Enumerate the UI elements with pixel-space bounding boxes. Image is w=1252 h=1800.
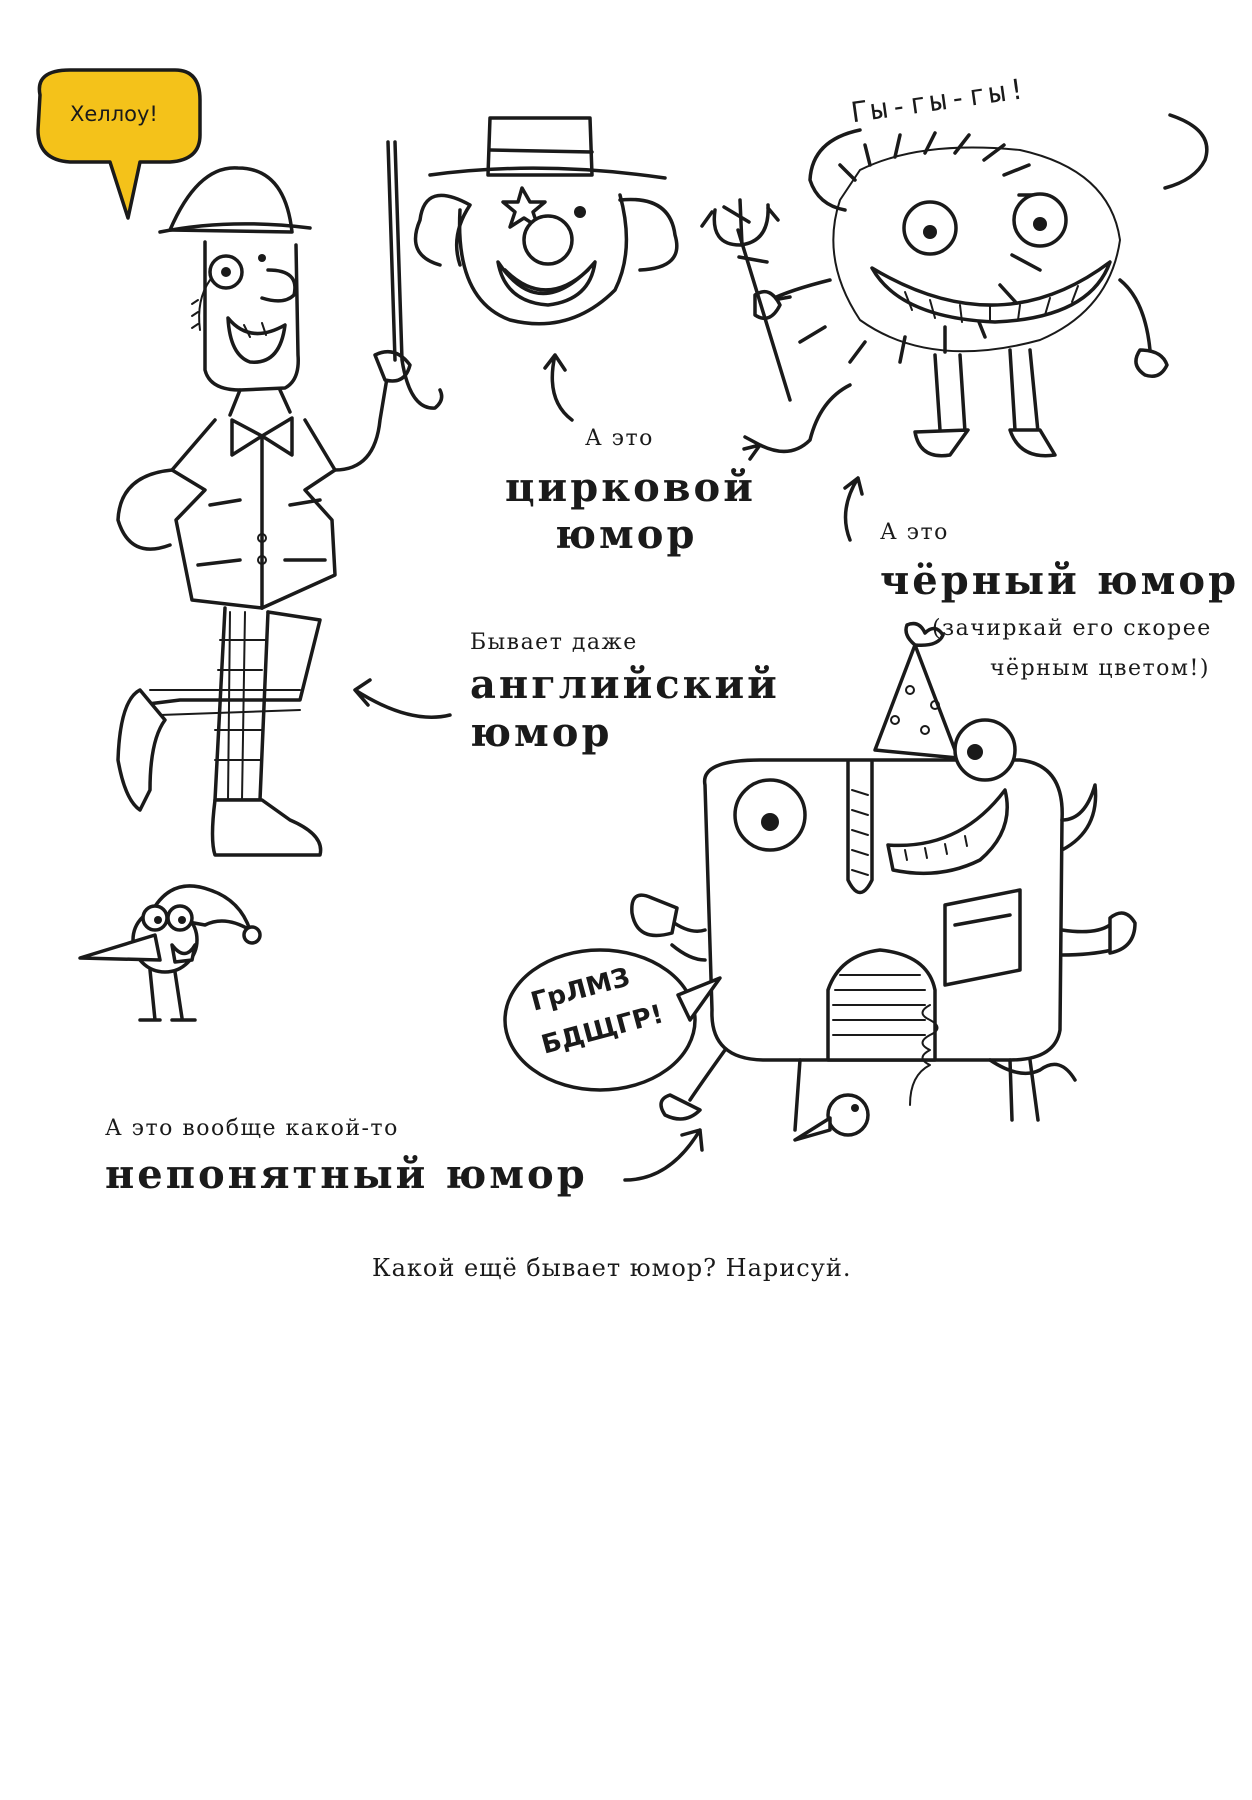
hello-speech-text: Хеллоу! xyxy=(70,102,158,126)
drawing-prompt: Какой ещё бывает юмор? Нарисуй. xyxy=(372,1254,852,1282)
circus-caption-title-line2: юмор xyxy=(555,511,698,558)
fuzzy-devil-drawing xyxy=(700,113,1209,461)
weird-caption-intro: А это вообще какой-то xyxy=(105,1116,399,1141)
drawing-area[interactable] xyxy=(60,1310,1190,1750)
english-caption-title-line2: юмор xyxy=(470,709,613,756)
weird-humor-arrow xyxy=(623,1128,704,1182)
black-caption-title: чёрный юмор xyxy=(880,557,1240,604)
weird-caption-title: непонятный юмор xyxy=(105,1151,588,1198)
english-gentleman-drawing xyxy=(116,140,444,857)
english-humor-arrow xyxy=(353,678,452,719)
rectangular-monster-drawing xyxy=(630,621,1137,1142)
black-caption-note-line1: (зачиркай его скорее xyxy=(932,616,1212,641)
monster-speech-bubble xyxy=(503,948,722,1092)
black-humor-arrow xyxy=(843,476,864,542)
english-caption-intro: Бывает даже xyxy=(470,630,638,655)
jester-drawing xyxy=(78,884,262,1022)
circus-arrow xyxy=(543,353,574,422)
hello-speech-bubble xyxy=(36,68,202,220)
circus-caption-intro: А это xyxy=(585,426,654,451)
black-caption-intro: А это xyxy=(880,520,949,545)
english-caption-title-line1: английский xyxy=(470,661,780,708)
clown-drawing xyxy=(413,116,679,326)
black-caption-note-line2: чёрным цветом!) xyxy=(990,656,1210,681)
circus-caption-title-line1: цирковой xyxy=(505,464,756,511)
